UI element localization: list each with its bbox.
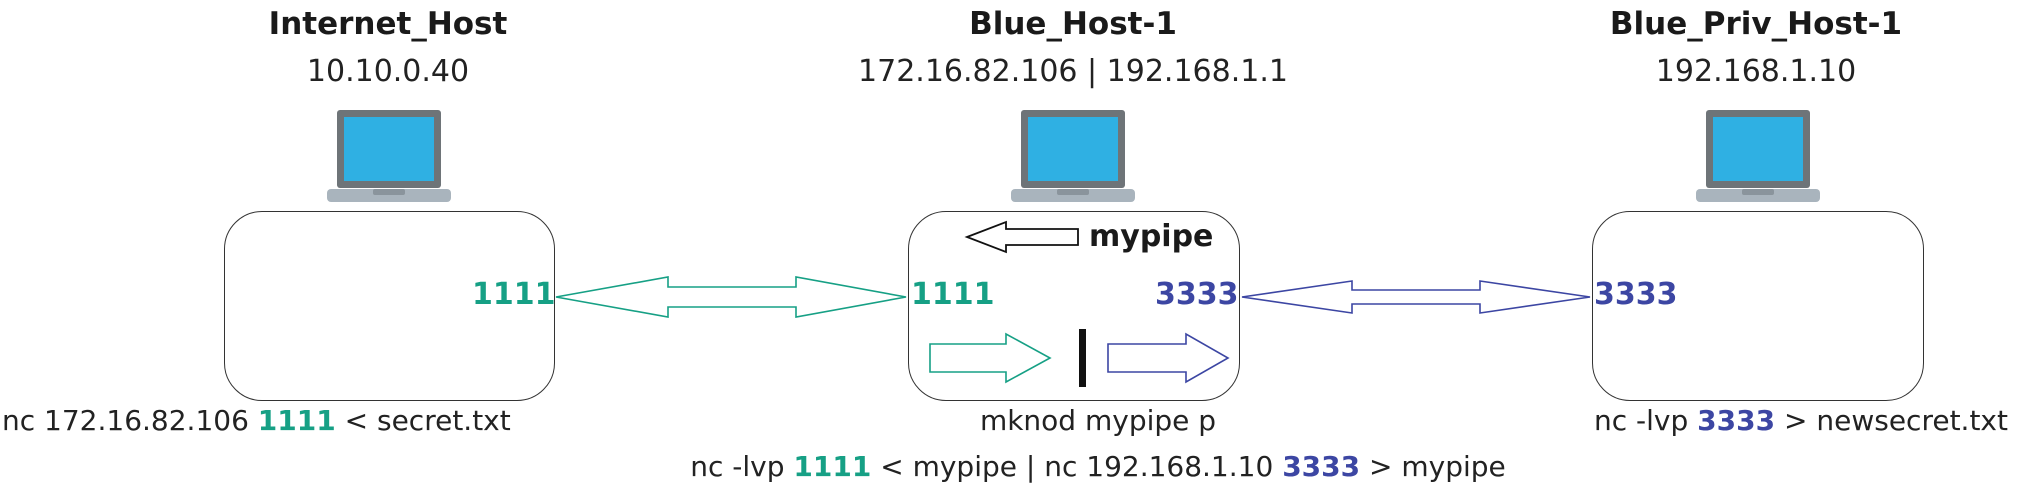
priv-command: nc -lvp 3333 > newsecret.txt — [1594, 404, 2008, 437]
internet-port-label: 1111 — [472, 277, 556, 312]
priv-command-pre: nc -lvp — [1594, 404, 1698, 437]
priv-host-ip: 192.168.1.10 — [1655, 54, 1857, 89]
internet-command-port: 1111 — [257, 404, 336, 437]
relay-command-mid: < mypipe | nc 192.168.1.10 — [871, 450, 1283, 483]
double-arrow-blue-priv — [1241, 280, 1591, 314]
priv-port-label: 3333 — [1594, 277, 1678, 312]
blue-flow-arrow — [1107, 332, 1230, 384]
blue-in-port-label: 1111 — [911, 277, 995, 312]
priv-command-port: 3333 — [1697, 404, 1776, 437]
laptop-icon — [327, 110, 451, 202]
relay-command-pre: nc -lvp — [690, 450, 794, 483]
relay-command-port1: 1111 — [793, 450, 872, 483]
laptop-icon — [1011, 110, 1135, 202]
relay-command-port2: 3333 — [1282, 450, 1361, 483]
double-arrow-internet-blue — [555, 276, 907, 318]
blue-out-port-label: 3333 — [1155, 277, 1239, 312]
relay-command-post: > mypipe — [1360, 450, 1506, 483]
relay-command: nc -lvp 1111 < mypipe | nc 192.168.1.10 … — [690, 450, 1506, 483]
internet-command: nc 172.16.82.106 1111 < secret.txt — [2, 404, 511, 437]
green-flow-arrow — [929, 332, 1052, 384]
blue-host-title: Blue_Host-1 — [969, 6, 1177, 42]
mknod-command: mknod mypipe p — [979, 404, 1217, 437]
internet-host-ip: 10.10.0.40 — [306, 54, 470, 89]
priv-host-box — [1592, 211, 1924, 401]
internet-host-title: Internet_Host — [268, 6, 508, 42]
mypipe-arrow — [964, 220, 1079, 254]
internet-host-box — [224, 211, 555, 401]
blue-host-box — [908, 211, 1240, 401]
internet-command-post: < secret.txt — [335, 404, 511, 437]
priv-host-title: Blue_Priv_Host-1 — [1609, 6, 1903, 42]
blue-host-ip: 172.16.82.106 | 192.168.1.1 — [858, 54, 1288, 89]
priv-command-post: > newsecret.txt — [1775, 404, 2008, 437]
pipe-bar — [1079, 329, 1086, 387]
mypipe-label: mypipe — [1089, 219, 1214, 254]
internet-command-pre: nc 172.16.82.106 — [2, 404, 258, 437]
laptop-icon — [1696, 110, 1820, 202]
